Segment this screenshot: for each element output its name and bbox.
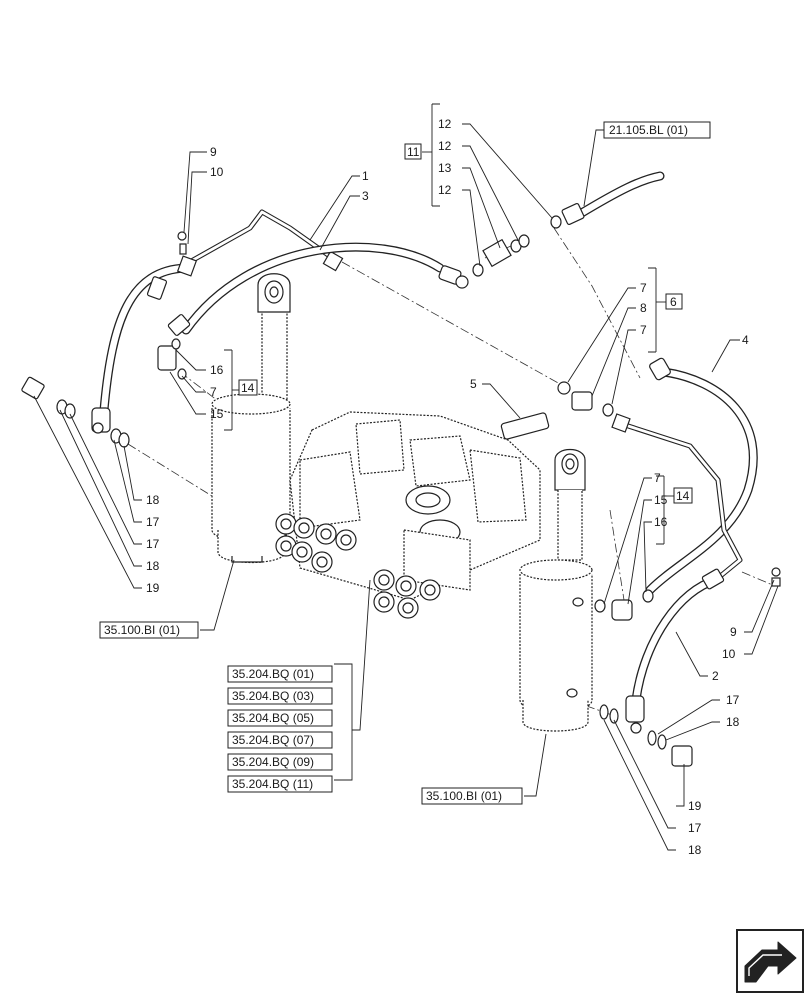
callout-9-right: 9 xyxy=(730,625,737,639)
right-hydraulic-cylinder xyxy=(519,448,593,732)
callout-6-box: 6 xyxy=(665,293,683,310)
callout-8: 8 xyxy=(640,301,647,315)
callout-7-a: 7 xyxy=(640,281,647,295)
callout-18-left-a: 18 xyxy=(146,493,160,507)
reference-box-left[interactable]: 35.100.BI (01) xyxy=(99,621,199,639)
callout-9-left: 9 xyxy=(210,145,217,159)
callout-12-c: 12 xyxy=(438,183,452,197)
callout-4: 4 xyxy=(742,333,749,347)
reference-35-204-bq-01[interactable]: 35.204.BQ (01) xyxy=(232,667,314,681)
callout-16-left: 16 xyxy=(210,363,224,377)
callout-13: 13 xyxy=(438,161,452,175)
callout-17-left-a: 17 xyxy=(146,515,160,529)
callout-17-right-b: 17 xyxy=(688,821,702,835)
callout-18-left-b: 18 xyxy=(146,559,160,573)
callout-12-a: 12 xyxy=(438,117,452,131)
callout-17-left-b: 17 xyxy=(146,537,160,551)
callout-14-right: 14 xyxy=(676,489,690,503)
callout-17-right-a: 17 xyxy=(726,693,740,707)
control-valve-block xyxy=(275,411,541,619)
reference-box-bottom[interactable]: 35.100.BI (01) xyxy=(421,787,523,805)
callout-19-right: 19 xyxy=(688,799,702,813)
callout-1: 1 xyxy=(362,169,369,183)
callout-10-right: 10 xyxy=(722,647,736,661)
left-hydraulic-cylinder xyxy=(211,273,291,564)
reference-35-100-bi-left: 35.100.BI (01) xyxy=(104,623,180,637)
reference-21-105-bl: 21.105.BL (01) xyxy=(609,123,688,137)
hose-3 xyxy=(167,242,469,336)
reference-35-204-bq-09[interactable]: 35.204.BQ (09) xyxy=(232,755,314,769)
callout-18-right-b: 18 xyxy=(688,843,702,857)
callout-10-left: 10 xyxy=(210,165,224,179)
callout-15-left: 15 xyxy=(210,407,224,421)
callout-7-right: 7 xyxy=(654,471,661,485)
callout-2: 2 xyxy=(712,669,719,683)
reference-35-204-bq-03[interactable]: 35.204.BQ (03) xyxy=(232,689,314,703)
reference-35-204-bq-07[interactable]: 35.204.BQ (07) xyxy=(232,733,314,747)
reference-35-204-bq-11[interactable]: 35.204.BQ (11) xyxy=(232,777,313,791)
leader-lines xyxy=(33,103,779,851)
callout-16-right: 16 xyxy=(654,515,668,529)
reference-35-100-bi-bottom: 35.100.BI (01) xyxy=(426,789,502,803)
callout-14-right-box: 14 xyxy=(673,487,693,504)
callout-14-left: 14 xyxy=(241,381,255,395)
callout-labels: 1 3 9 10 12 12 13 12 11 21.105.BL (01) 7… xyxy=(99,117,749,857)
pipe-2 xyxy=(611,413,743,580)
callout-14-left-box: 14 xyxy=(238,379,258,396)
hose-left-upper xyxy=(91,263,191,434)
callout-11-box: 11 xyxy=(404,143,422,160)
callout-7-b: 7 xyxy=(640,323,647,337)
callout-12-b: 12 xyxy=(438,139,452,153)
callout-11: 11 xyxy=(407,145,420,159)
reference-box-top[interactable]: 21.105.BL (01) xyxy=(603,121,711,139)
callout-18-right-a: 18 xyxy=(726,715,740,729)
hose-top-right xyxy=(561,171,665,225)
hose-2 xyxy=(625,568,725,734)
callout-19-left: 19 xyxy=(146,581,160,595)
callout-5: 5 xyxy=(470,377,477,391)
callout-15-right: 15 xyxy=(654,493,668,507)
callout-6: 6 xyxy=(670,295,677,309)
pipe-hose-4 xyxy=(645,357,758,595)
pipe-1 xyxy=(184,209,344,272)
valve-couplers xyxy=(275,513,441,619)
callout-3: 3 xyxy=(362,189,369,203)
reference-list-box: 35.204.BQ (01) 35.204.BQ (03) 35.204.BQ … xyxy=(227,665,333,793)
callout-7-left: 7 xyxy=(210,385,217,399)
next-page-arrow-icon[interactable] xyxy=(736,929,804,993)
fittings-and-seals xyxy=(21,215,781,767)
reference-35-204-bq-05[interactable]: 35.204.BQ (05) xyxy=(232,711,314,725)
